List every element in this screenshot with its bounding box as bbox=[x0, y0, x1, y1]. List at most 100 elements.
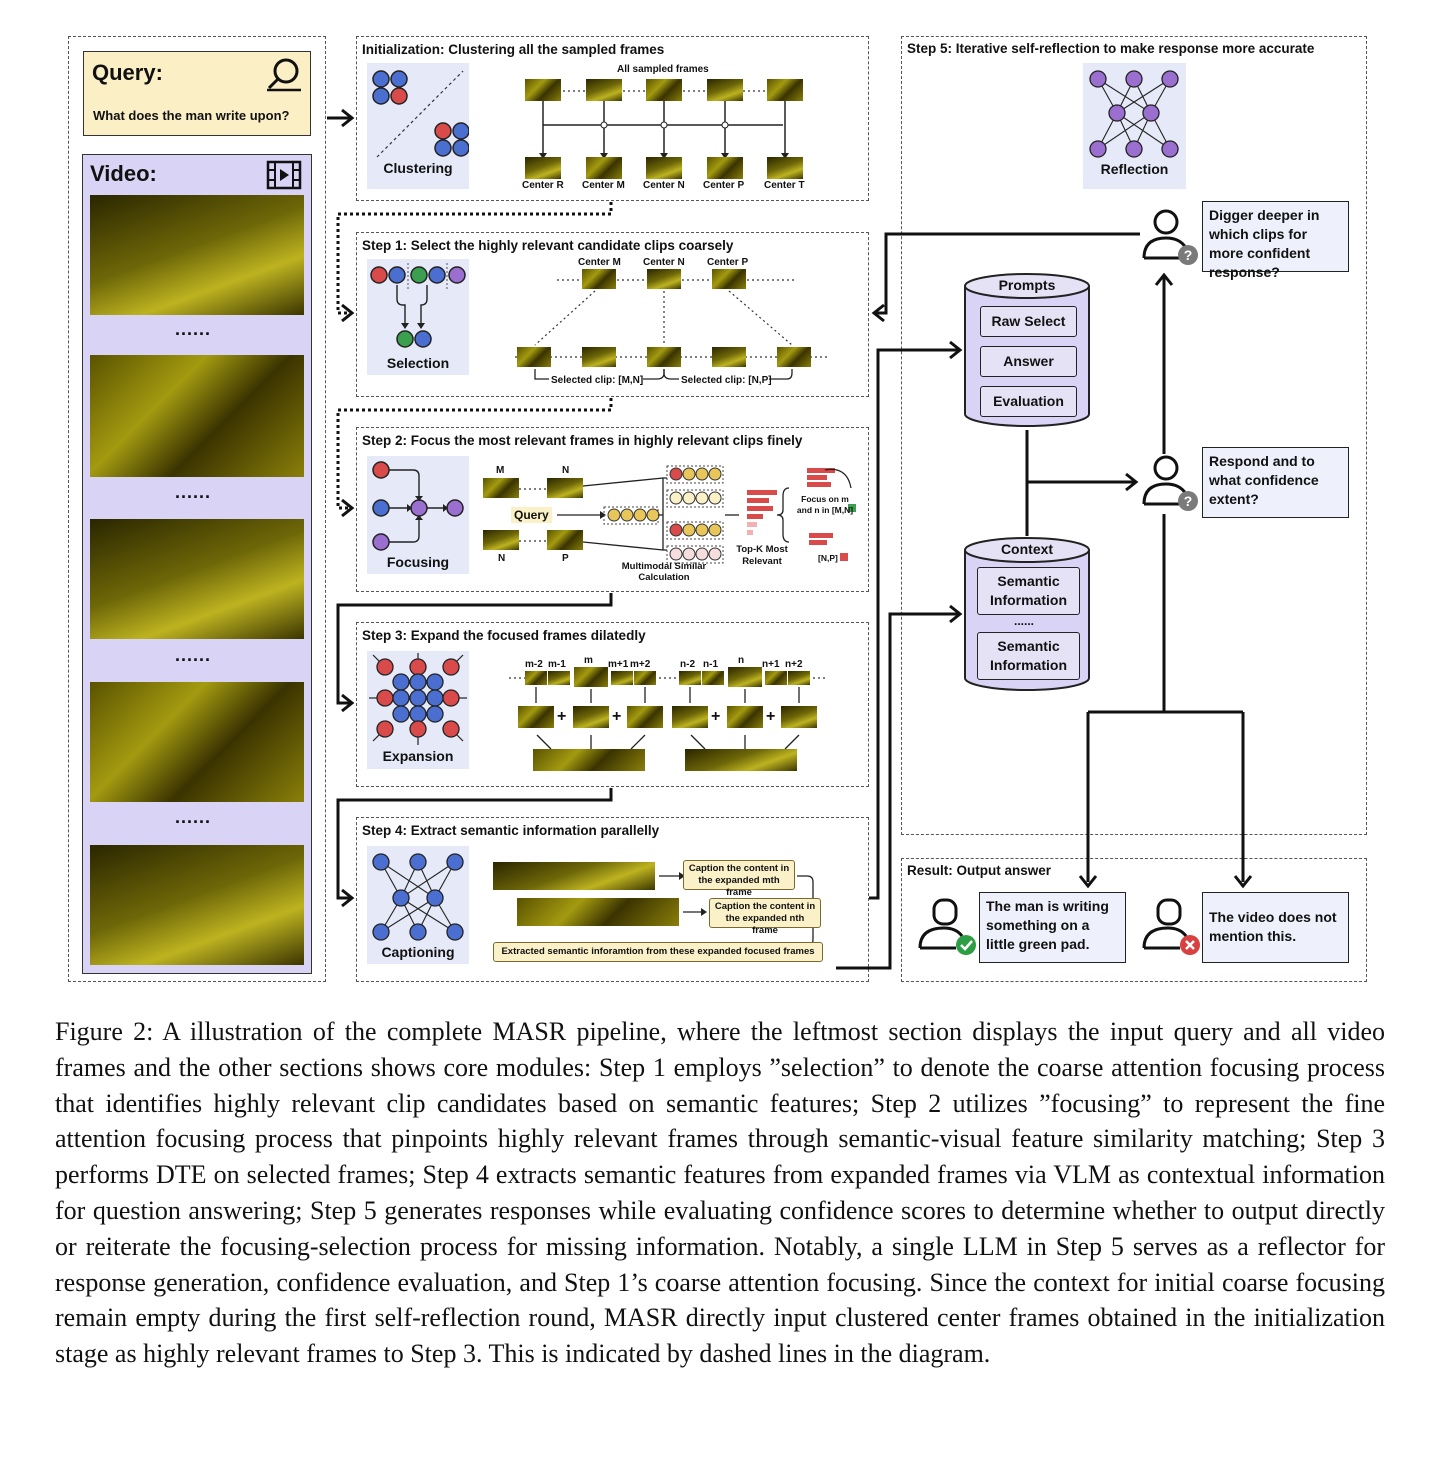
expand-frame bbox=[728, 667, 762, 687]
init-title: Initialization: Clustering all the sampl… bbox=[362, 42, 665, 57]
context-dots: ...... bbox=[1014, 614, 1035, 628]
step4-section: Step 4: Extract semantic information par… bbox=[356, 817, 869, 982]
svg-text:?: ? bbox=[1184, 247, 1193, 263]
center-label: Center N bbox=[643, 180, 685, 191]
svg-text:?: ? bbox=[1184, 493, 1193, 509]
clip-frame bbox=[483, 530, 519, 550]
selection-panel: Selection bbox=[367, 259, 469, 375]
step3-title: Step 3: Expand the focused frames dilate… bbox=[362, 628, 646, 643]
clustering-icon bbox=[372, 70, 469, 158]
reflection-panel: Reflection bbox=[1083, 63, 1186, 189]
expansion-icon bbox=[369, 653, 467, 745]
clip-frame bbox=[547, 530, 583, 550]
expand-frame bbox=[611, 671, 633, 685]
clip-label: Selected clip: [N,P] bbox=[681, 375, 772, 386]
prompt-raw-select: Raw Select bbox=[980, 306, 1077, 337]
caption-strip bbox=[493, 862, 655, 890]
selection-icon bbox=[370, 263, 466, 348]
expand-frame bbox=[573, 706, 609, 728]
frame-separator: ...... bbox=[175, 319, 212, 339]
step2-title: Step 2: Focus the most relevant frames i… bbox=[362, 433, 803, 448]
query-box: Query: What does the man write upon? bbox=[83, 51, 311, 136]
sampled-frame bbox=[767, 79, 803, 101]
center-frame bbox=[646, 157, 682, 179]
video-box: Video: ...... ...... ...... ...... bbox=[82, 154, 312, 974]
result-title: Result: Output answer bbox=[907, 863, 1052, 878]
clip-frame bbox=[582, 347, 616, 367]
plus-sign: + bbox=[557, 708, 567, 725]
step4-title: Step 4: Extract semantic information par… bbox=[362, 823, 660, 838]
sampled-frame bbox=[646, 79, 682, 101]
offset-label: n bbox=[738, 655, 745, 666]
video-frame bbox=[90, 845, 304, 965]
similarity-label: Multimodal Similar Calculation bbox=[621, 561, 707, 583]
offset-label: n+1 bbox=[762, 659, 780, 670]
captioning-icon bbox=[372, 853, 464, 941]
init-flow bbox=[539, 90, 789, 159]
sampled-frame bbox=[707, 79, 743, 101]
clip-frame bbox=[777, 347, 811, 367]
offset-label: n-2 bbox=[680, 659, 695, 670]
offset-label: n-1 bbox=[703, 659, 718, 670]
focusing-icon bbox=[372, 461, 464, 551]
expand-frame bbox=[634, 671, 656, 685]
caption-strip bbox=[517, 898, 679, 926]
center-frame bbox=[586, 157, 622, 179]
expand-frame bbox=[702, 671, 724, 685]
expand-frame bbox=[627, 706, 663, 728]
center-label: Center R bbox=[522, 180, 564, 191]
context-label: Context bbox=[1000, 541, 1054, 557]
expand-frame bbox=[765, 671, 787, 685]
init-section: Initialization: Clustering all the sampl… bbox=[356, 36, 869, 201]
context-item: Semantic Information bbox=[977, 632, 1080, 680]
extracted-box: Extracted semantic inforamtion from thes… bbox=[493, 942, 823, 962]
focusing-label: Focusing bbox=[386, 554, 450, 570]
prompt-answer: Answer bbox=[980, 346, 1077, 377]
center-frame bbox=[767, 157, 803, 179]
plus-sign: + bbox=[711, 708, 721, 725]
step5-title: Step 5: Iterative self-reflection to mak… bbox=[907, 41, 1315, 56]
caption-n-box: Caption the content in the expanded nth … bbox=[709, 898, 821, 936]
expansion-panel: Expansion bbox=[367, 651, 469, 769]
offset-label: n+2 bbox=[785, 659, 803, 670]
center-label: Center P bbox=[703, 180, 745, 191]
step3-section: Step 3: Expand the focused frames dilate… bbox=[356, 622, 869, 787]
center-frame bbox=[707, 157, 743, 179]
center-label: Center P bbox=[707, 257, 749, 268]
video-frame bbox=[90, 195, 304, 315]
frame-separator: ...... bbox=[175, 645, 212, 665]
step2-section: Step 2: Focus the most relevant frames i… bbox=[356, 427, 869, 592]
center-frame bbox=[712, 269, 746, 289]
expand-frame bbox=[672, 706, 708, 728]
center-frame bbox=[525, 157, 561, 179]
captioning-label: Captioning bbox=[381, 944, 455, 960]
step2-flow bbox=[519, 465, 856, 564]
frame-letter: M bbox=[496, 465, 505, 476]
frame-letter: N bbox=[498, 553, 506, 564]
user-question-icon: ? bbox=[1142, 209, 1198, 265]
step1-section: Step 1: Select the highly relevant candi… bbox=[356, 232, 869, 397]
topk-label: Top-K Most Relevant bbox=[736, 544, 788, 567]
video-label: Video: bbox=[90, 161, 157, 186]
center-label: Center N bbox=[643, 257, 685, 268]
user-question-icon: ? bbox=[1142, 455, 1198, 511]
expansion-label: Expansion bbox=[382, 748, 454, 764]
plus-sign: + bbox=[612, 708, 622, 725]
clip-frame bbox=[647, 347, 681, 367]
user-correct-icon bbox=[918, 898, 976, 955]
captioning-panel: Captioning bbox=[367, 846, 469, 964]
expanded-strip bbox=[685, 749, 797, 771]
clip-label: Selected clip: [M,N] bbox=[551, 375, 644, 386]
expand-frame bbox=[781, 706, 817, 728]
np-label: [N,P] bbox=[818, 553, 838, 563]
selection-label: Selection bbox=[386, 355, 450, 371]
center-label: Center T bbox=[764, 180, 805, 191]
frame-separator: ...... bbox=[175, 807, 212, 827]
focus-label: Focus on m and n in [M,N] bbox=[796, 494, 854, 515]
answer-no-box: The video does not mention this. bbox=[1202, 892, 1349, 963]
offset-label: m+2 bbox=[630, 659, 651, 670]
step1-flow bbox=[515, 279, 827, 380]
video-frame bbox=[90, 519, 304, 639]
expand-frame bbox=[727, 706, 763, 728]
expanded-strip bbox=[533, 749, 645, 771]
